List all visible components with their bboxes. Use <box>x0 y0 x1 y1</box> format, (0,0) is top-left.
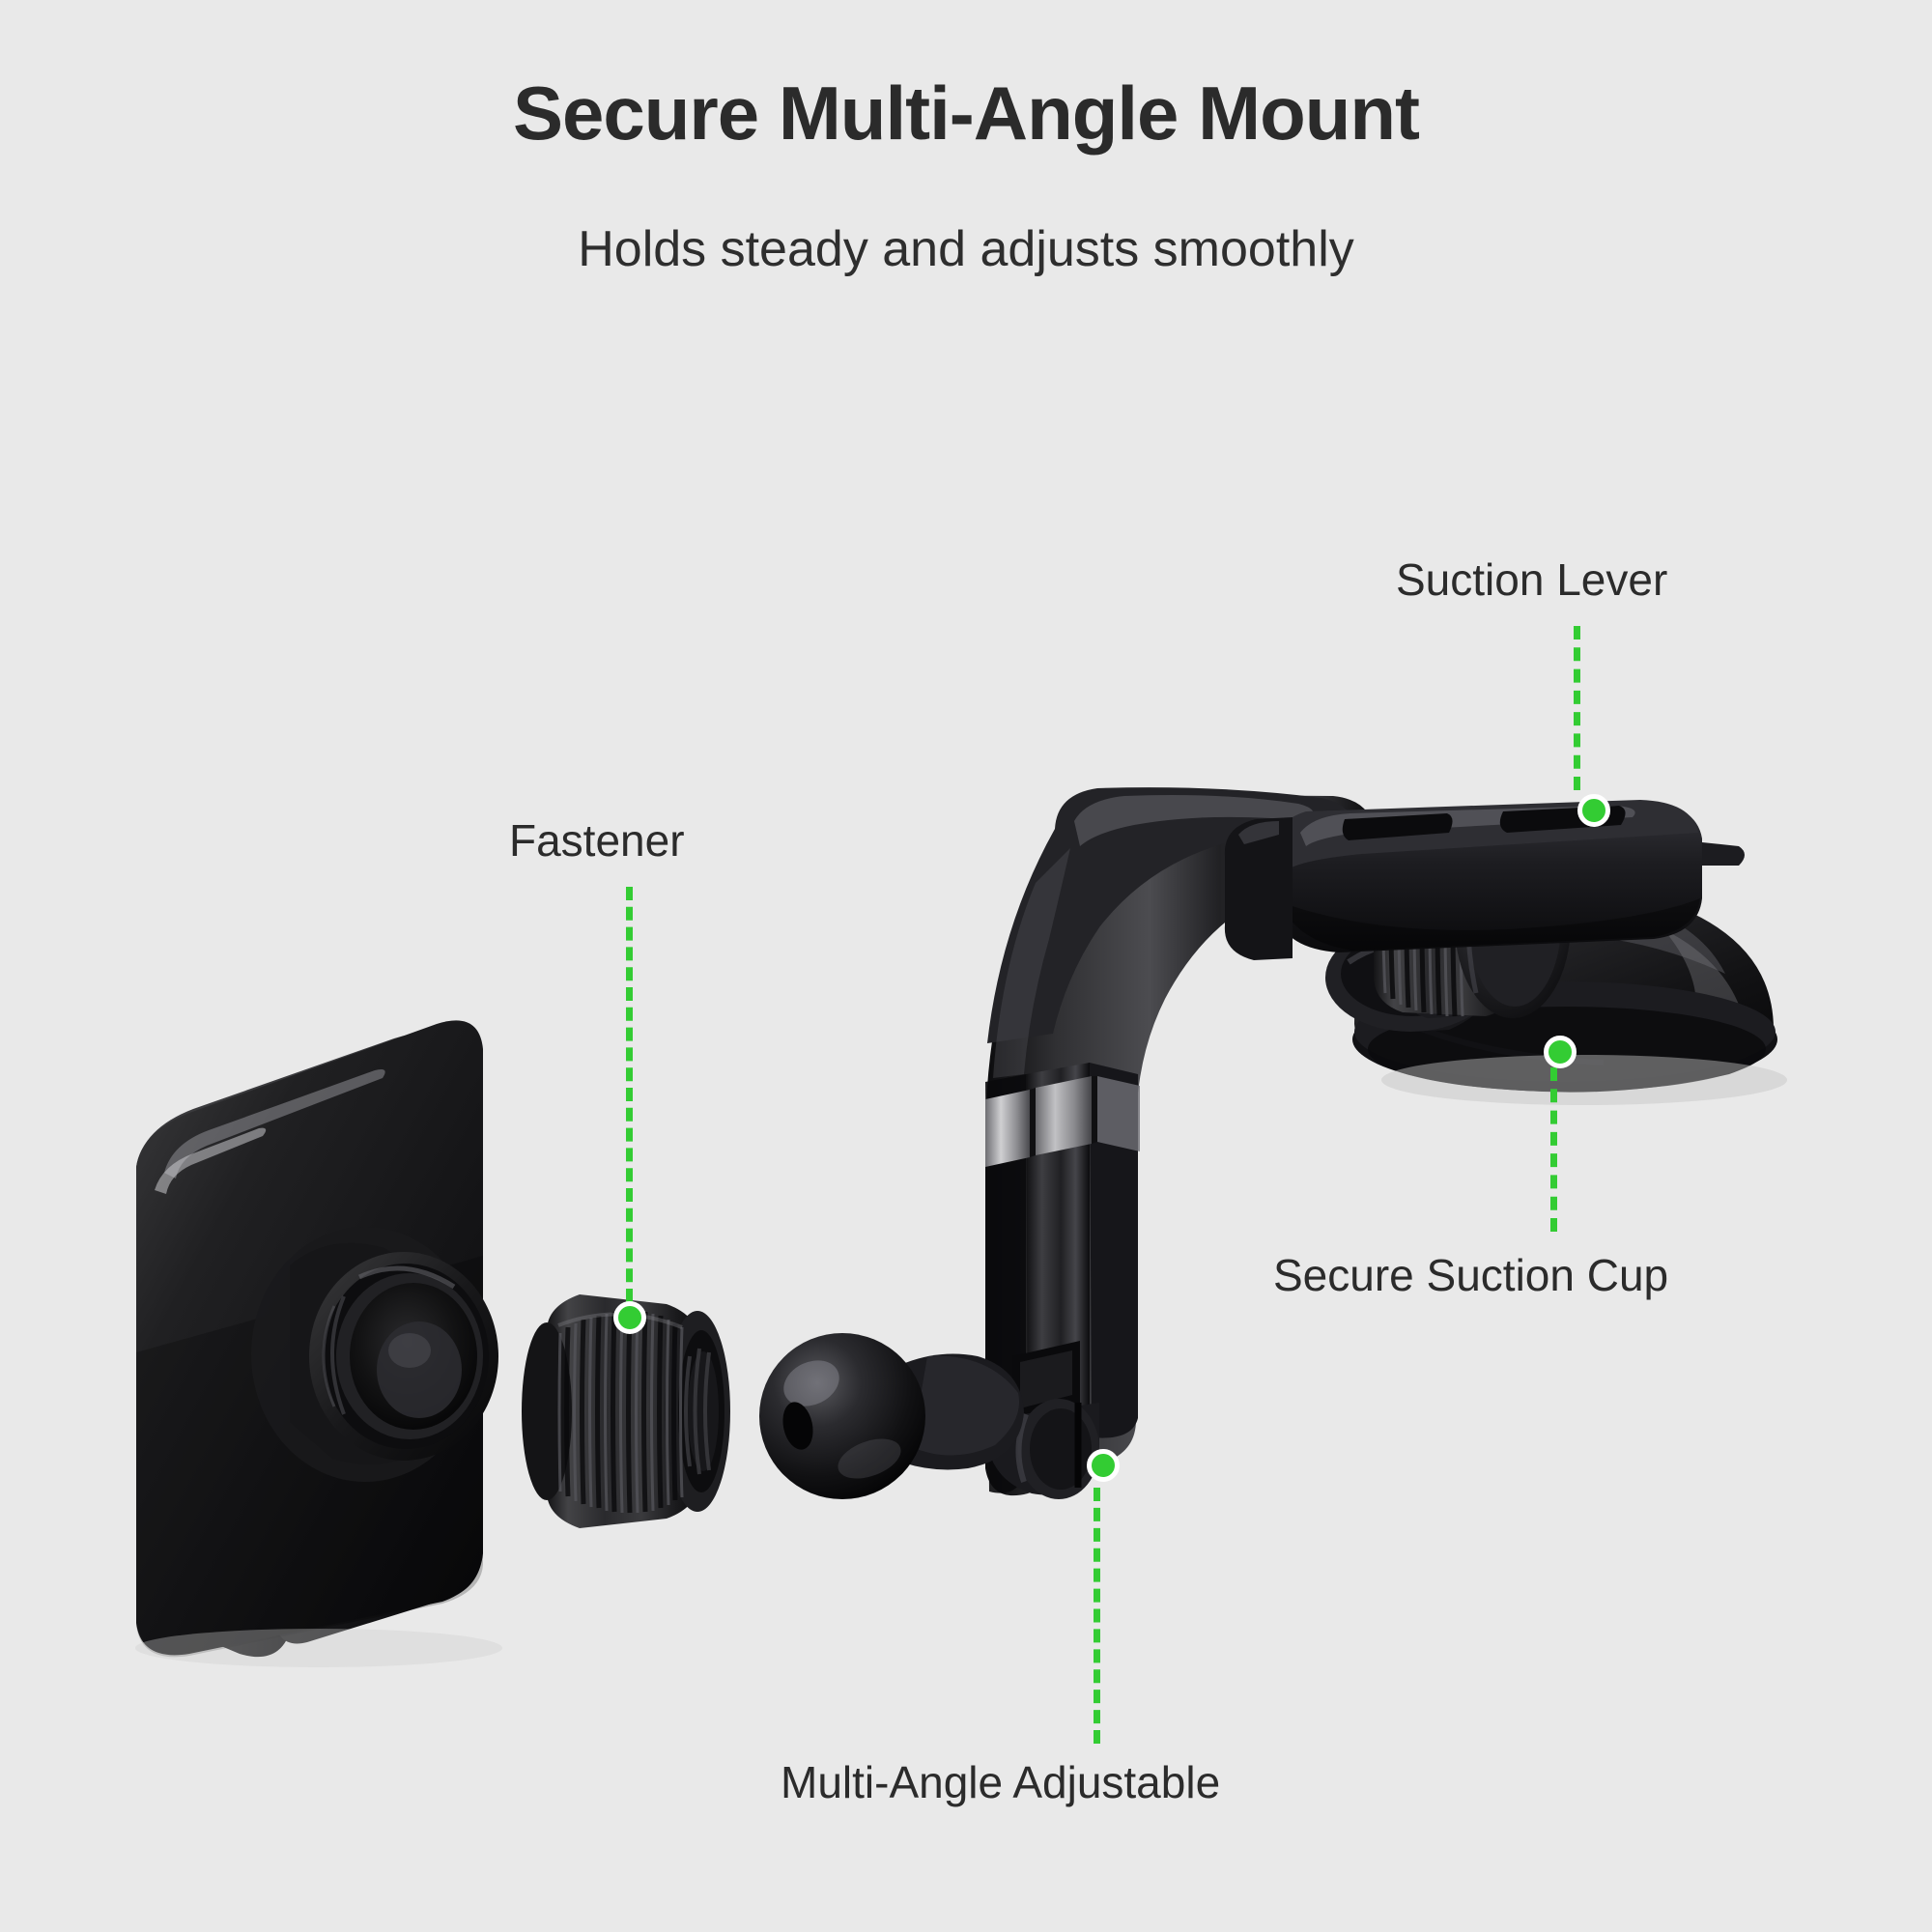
callout-label-suction-lever: Suction Lever <box>1396 554 1668 605</box>
leader-line-multi-angle-adjustable <box>1094 1488 1100 1744</box>
accent-stripe <box>985 1090 1030 1167</box>
leader-line-fastener <box>626 887 633 1302</box>
part-tension-knob <box>1374 829 1571 1018</box>
socket-ring <box>309 1252 498 1461</box>
part-ball-joint <box>759 1333 1024 1499</box>
callout-label-fastener: Fastener <box>509 815 685 866</box>
marker-fastener[interactable] <box>613 1301 646 1334</box>
pivot-ball <box>759 1333 925 1499</box>
marker-multi-angle-adjustable[interactable] <box>1087 1449 1120 1482</box>
marker-secure-suction-cup[interactable] <box>1544 1036 1577 1068</box>
page-title: Secure Multi-Angle Mount <box>513 71 1420 156</box>
leader-line-suction-lever <box>1574 626 1580 790</box>
leader-line-secure-suction-cup <box>1550 1067 1557 1232</box>
part-suction-lever <box>1224 800 1745 960</box>
callout-label-multi-angle-adjustable: Multi-Angle Adjustable <box>781 1757 1221 1807</box>
marker-suction-lever[interactable] <box>1577 794 1610 827</box>
page-subtitle: Holds steady and adjusts smoothly <box>578 221 1354 277</box>
part-backing-plate <box>136 1020 498 1658</box>
callout-label-secure-suction-cup: Secure Suction Cup <box>1273 1250 1669 1300</box>
knob-cap <box>1455 829 1571 1018</box>
part-mount-arm <box>984 787 1376 1499</box>
